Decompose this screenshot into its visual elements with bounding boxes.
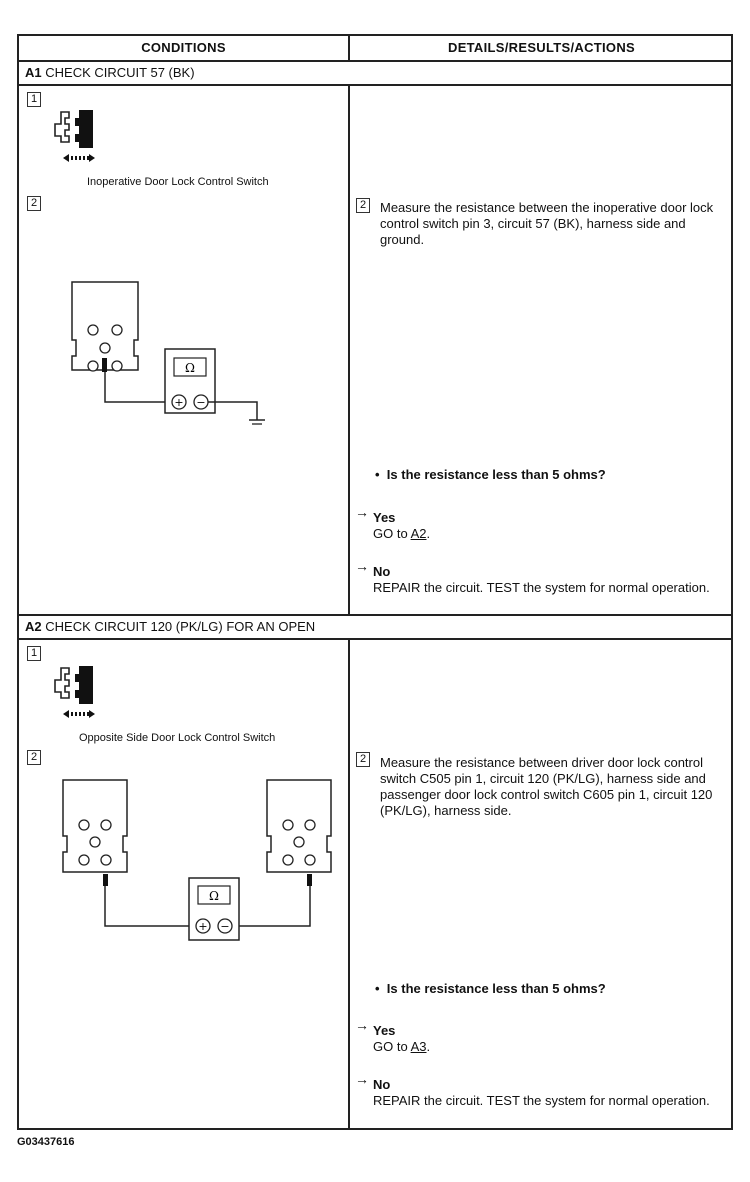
a1-no-label: No [373, 564, 391, 579]
a2-connector-disconnect-icon [54, 666, 95, 718]
a1-no-arrow-icon: → [355, 558, 369, 574]
a2-no-action: REPAIR the circuit. TEST the system for … [373, 1093, 710, 1108]
section-a2-rule [19, 638, 731, 640]
a1-ohmmeter-diagram: Ω + − [71, 281, 265, 425]
a2-no-arrow-icon: → [355, 1071, 369, 1087]
a2-go-a3-link[interactable]: A3 [410, 1039, 427, 1054]
a2-step1-caption: Opposite Side Door Lock Control Switch [79, 732, 276, 744]
svg-text:Ω: Ω [185, 361, 195, 375]
a1-connector-disconnect-icon [54, 110, 95, 162]
a2-step1-box: 1 [27, 646, 41, 661]
a1-question: • Is the resistance less than 5 ohms? [375, 467, 606, 482]
section-a2-title: A2 CHECK CIRCUIT 120 (PK/LG) FOR AN OPEN [25, 619, 316, 634]
a2-step2-instruction: Measure the resistance between driver do… [380, 755, 713, 818]
column-divider-a1 [348, 84, 350, 614]
figure-id: G03437616 [17, 1136, 75, 1148]
procedure-table: CONDITIONS DETAILS/RESULTS/ACTIONS A1 CH… [17, 34, 733, 1130]
a1-no-action: REPAIR the circuit. TEST the system for … [373, 580, 710, 595]
a1-yes-label: Yes [373, 510, 396, 525]
a2-no-label: No [373, 1077, 391, 1092]
a1-step2-box: 2 [27, 196, 41, 211]
svg-text:+: + [198, 920, 207, 933]
svg-text:−: − [196, 396, 205, 409]
a1-go-a2-link[interactable]: A2 [410, 526, 427, 541]
a2-no-block: No REPAIR the circuit. TEST the system f… [373, 1077, 718, 1109]
svg-text:+: + [174, 396, 183, 409]
section-a1-rule [19, 84, 731, 86]
a1-step1-box: 1 [27, 92, 41, 107]
section-a2-top-rule [19, 614, 731, 616]
header-divider [348, 36, 350, 60]
a2-step2-box-right: 2 [356, 752, 370, 767]
a2-question: • Is the resistance less than 5 ohms? [375, 981, 606, 996]
a1-yes-arrow-icon: → [355, 504, 369, 520]
section-a1-title: A1 CHECK CIRCUIT 57 (BK) [25, 65, 195, 80]
conditions-header: CONDITIONS [141, 40, 226, 55]
a1-step1-caption: Inoperative Door Lock Control Switch [87, 176, 269, 188]
a2-yes-block: Yes GO to A3. [373, 1023, 431, 1054]
a1-step2-instruction: Measure the resistance between the inope… [380, 200, 714, 247]
a1-no-block: No REPAIR the circuit. TEST the system f… [373, 564, 718, 596]
svg-text:−: − [220, 920, 229, 933]
column-divider-a2 [348, 638, 350, 1128]
header-rule [19, 60, 731, 62]
a1-step2-box-right: 2 [356, 198, 370, 213]
a2-step2-box: 2 [27, 750, 41, 765]
a2-yes-label: Yes [373, 1023, 396, 1038]
svg-text:Ω: Ω [209, 889, 219, 903]
details-header: DETAILS/RESULTS/ACTIONS [448, 40, 635, 55]
a2-yes-arrow-icon: → [355, 1017, 369, 1033]
a1-yes-block: Yes GO to A2. [373, 510, 431, 541]
a2-ohmmeter-diagram: Ω + − [62, 779, 332, 941]
